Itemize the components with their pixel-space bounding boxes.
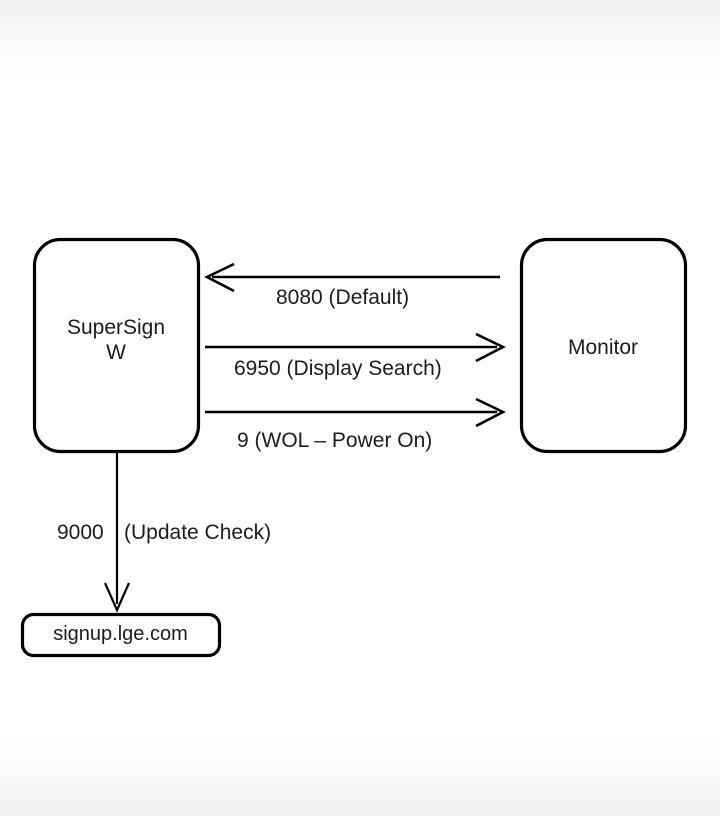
node-supersign-label-line1: SuperSign (66, 316, 166, 339)
node-supersign-box[interactable] (32, 237, 201, 454)
node-supersign-label-line2: W (106, 340, 126, 364)
edge-port-6950 (205, 332, 506, 363)
node-signup-label: signup.lge.com (53, 623, 188, 645)
edge-label-port-6950: 6950 (Display Search) (234, 357, 442, 380)
edge-port-9000-arrowhead (103, 582, 131, 613)
edge-label-port-9000-description: (Update Check) (124, 521, 272, 544)
node-signup-box[interactable] (20, 612, 222, 658)
edge-label-port-9-wol: 9 (WOL – Power On) (237, 429, 433, 452)
edge-label-port-8080: 8080 (Default) (276, 286, 410, 309)
edge-port-8080 (204, 262, 500, 293)
edge-port-9-wol-arrowhead (475, 397, 506, 428)
edge-port-8080-arrowhead (204, 262, 235, 293)
edge-label-port-9000-number: 9000 (57, 521, 104, 544)
node-monitor-label: Monitor (567, 336, 639, 359)
node-monitor-box[interactable] (519, 237, 688, 454)
edge-port-9000 (103, 452, 131, 613)
edge-port-6950-arrowhead (475, 332, 506, 363)
node-supersign-label: SuperSign W (33, 316, 199, 366)
edge-port-9-wol (205, 397, 506, 428)
